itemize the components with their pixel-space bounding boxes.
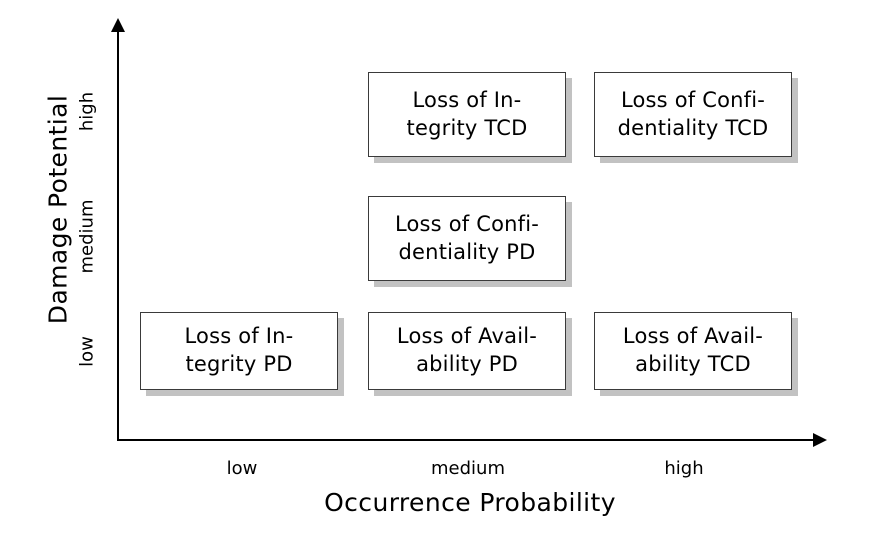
y-tick-label-medium: medium [76,199,98,274]
matrix-cell-integrity-tcd: Loss of In- tegrity TCD [368,72,566,157]
y-axis-line [117,28,119,441]
x-tick-label-medium: medium [431,458,505,479]
x-axis-title: Occurrence Probability [324,488,616,517]
x-axis-arrow-icon [813,433,827,447]
cell-text-line-1: Loss of Confi- [620,87,766,112]
cell-text-line-1: Loss of In- [184,324,294,349]
x-tick-label-low: low [226,458,258,479]
y-tick-label-high: high [76,91,98,132]
matrix-cell-confidentiality-pd: Loss of Confi- dentiality PD [368,196,566,281]
cell-text-line-2: ability TCD [635,352,751,376]
matrix-cell-integrity-pd: Loss of In- tegrity PD [140,312,338,390]
cell-text-line-2: tegrity TCD [406,115,528,140]
cell-text-line-2: tegrity PD [185,352,293,376]
y-tick-label-low: low [76,336,98,367]
matrix-cell-availability-tcd: Loss of Avail- ability TCD [594,312,792,390]
x-tick-label-high: high [664,458,704,479]
matrix-cell-availability-pd: Loss of Avail- ability PD [368,312,566,390]
cell-text-line-2: dentiality TCD [617,115,769,140]
matrix-cell-confidentiality-tcd: Loss of Confi- dentiality TCD [594,72,792,157]
cell-text-line-1: Loss of In- [412,87,522,112]
x-axis-line [117,439,817,441]
cell-text-line-2: dentiality PD [398,239,536,264]
cell-text-line-1: Loss of Confi- [394,211,540,236]
y-axis-arrow-icon [111,18,125,32]
cell-text-line-1: Loss of Avail- [622,324,764,349]
y-axis-title: Damage Potential [43,94,73,325]
cell-text-line-2: ability PD [416,352,518,376]
cell-text-line-1: Loss of Avail- [396,324,538,349]
